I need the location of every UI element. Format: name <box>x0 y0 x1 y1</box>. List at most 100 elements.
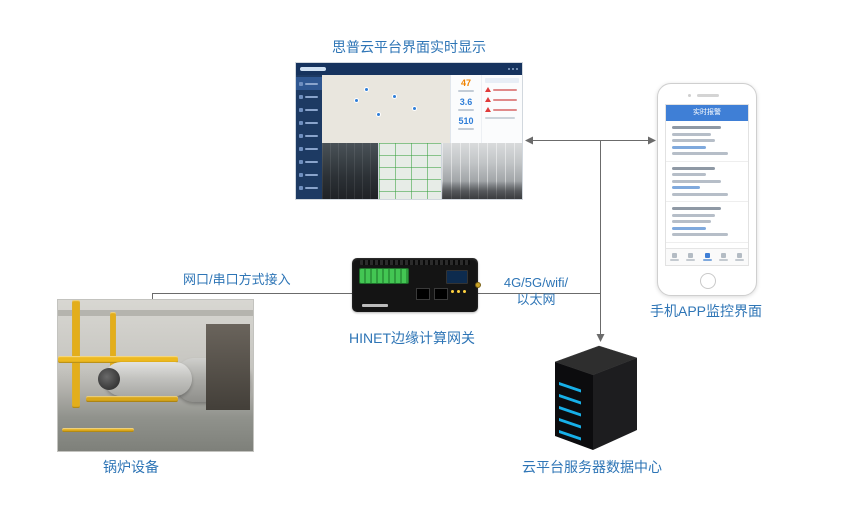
dashboard-factory-photo <box>442 143 522 199</box>
ethernet-port <box>416 288 430 300</box>
yellow-pipe <box>86 396 178 402</box>
dashboard-alarm-panel <box>481 75 522 143</box>
dashboard-stats-panel: 47 3.6 510 <box>450 75 522 143</box>
stat-value: 3.6 <box>459 97 473 107</box>
dashboard-sidebar-item <box>296 103 322 116</box>
yellow-pipe <box>110 312 116 382</box>
phone-mockup: 实时报警 <box>657 83 757 296</box>
yellow-pipe <box>72 300 80 408</box>
map-pin-icon <box>392 94 398 100</box>
gateway-terminal-block <box>359 268 409 284</box>
stat-value: 47 <box>460 78 471 88</box>
phone-camera-icon <box>688 94 691 97</box>
dashboard-sidebar-item <box>296 168 322 181</box>
phone-nav-icon <box>688 253 694 258</box>
dashboard-sidebar <box>296 75 322 199</box>
link-label-uplink-line1: 4G/5G/wifi/ <box>503 275 569 290</box>
link-label-uplink-line2: 以太网 <box>516 292 556 307</box>
gateway-vents <box>360 260 470 265</box>
phone-nav-icon <box>737 253 743 258</box>
dashboard-logo <box>300 67 326 71</box>
boiler-burner <box>98 368 120 390</box>
phone-nav-item <box>682 249 698 265</box>
phone-speaker <box>697 94 719 97</box>
dashboard-sidebar-item <box>296 142 322 155</box>
arrow-to-phone <box>648 136 656 145</box>
map-pin-icon <box>364 87 370 93</box>
alarm-row <box>485 107 519 112</box>
map-pin-icon <box>354 98 359 104</box>
alarm-panel-header <box>485 78 519 83</box>
gateway-label: HINET边缘计算网关 <box>349 330 475 346</box>
bell-icon <box>704 253 710 258</box>
server-tower-graphic <box>554 345 638 450</box>
dashboard-sidebar-item <box>296 155 322 168</box>
stat-caption <box>458 109 474 111</box>
boiler-equipment <box>206 324 250 410</box>
dashboard-process-schematic <box>379 143 441 199</box>
dashboard-sidebar-item <box>296 181 322 194</box>
warning-icon <box>485 87 491 92</box>
warning-icon <box>485 107 491 112</box>
phone-alarm-item <box>666 121 748 162</box>
phone-nav-item-alarm <box>699 249 715 265</box>
dashboard-sidebar-item <box>296 77 322 90</box>
alarm-row <box>485 117 519 119</box>
stat-block: 510 <box>451 116 481 130</box>
stat-block: 47 <box>451 78 481 92</box>
dashboard-sidebar-item <box>296 116 322 129</box>
arrow-to-dashboard <box>525 136 533 145</box>
gateway-status-leds <box>451 290 466 293</box>
stat-value: 510 <box>458 116 474 126</box>
server-led-strip <box>559 406 581 417</box>
cloud-dashboard-screenshot: 47 3.6 510 <box>295 62 523 200</box>
map-pin-icon <box>375 112 381 118</box>
server-led-strip <box>559 382 581 393</box>
yellow-pipe <box>58 356 178 363</box>
ethernet-port <box>434 288 448 300</box>
phone-nav-item <box>732 249 748 265</box>
yellow-railing <box>62 428 134 432</box>
stat-caption <box>458 90 474 92</box>
dashboard-sidebar-item <box>296 90 322 103</box>
phone-nav-icon <box>671 253 677 258</box>
phone-app-title: 实时报警 <box>693 109 721 116</box>
phone-screen: 实时报警 <box>665 104 749 266</box>
dashboard-camera-photo <box>322 143 378 199</box>
boiler-label: 锅炉设备 <box>103 459 159 475</box>
dashboard-map <box>322 75 450 143</box>
link-label-lan-serial: 网口/串口方式接入 <box>183 272 291 287</box>
phone-nav-icon <box>720 253 726 258</box>
warning-icon <box>485 97 491 102</box>
dashboard-sidebar-item <box>296 129 322 142</box>
server-label: 云平台服务器数据中心 <box>522 459 662 475</box>
alarm-row <box>485 87 519 92</box>
phone-alarm-item <box>666 202 748 243</box>
alarm-row <box>485 97 519 102</box>
server-led-strip <box>559 394 581 405</box>
cloud-dashboard-title: 思普云平台界面实时显示 <box>332 39 486 55</box>
edge-gateway-device <box>352 258 481 312</box>
server-led-strip <box>559 430 581 441</box>
stat-block: 3.6 <box>451 97 481 111</box>
link-label-uplink: 4G/5G/wifi/ 以太网 <box>498 274 574 308</box>
dashboard-header <box>296 63 522 75</box>
boiler-ceiling-beam <box>58 310 253 316</box>
boiler-photo <box>57 299 254 452</box>
phone-nav-item <box>666 249 682 265</box>
antenna-connector <box>475 282 481 288</box>
gateway-brand-mark <box>362 304 388 307</box>
phone-app-header: 实时报警 <box>666 105 748 121</box>
dashboard-header-menu <box>508 68 518 70</box>
phone-nav-item <box>715 249 731 265</box>
server-tower <box>543 342 643 454</box>
phone-label: 手机APP监控界面 <box>650 303 763 319</box>
server-led-strip <box>559 418 581 429</box>
phone-home-button <box>700 273 716 289</box>
arrow-to-server <box>596 334 605 342</box>
gateway-display <box>446 270 468 284</box>
phone-alarm-item <box>666 162 748 202</box>
stat-caption <box>458 128 474 130</box>
map-pin-icon <box>411 106 417 112</box>
